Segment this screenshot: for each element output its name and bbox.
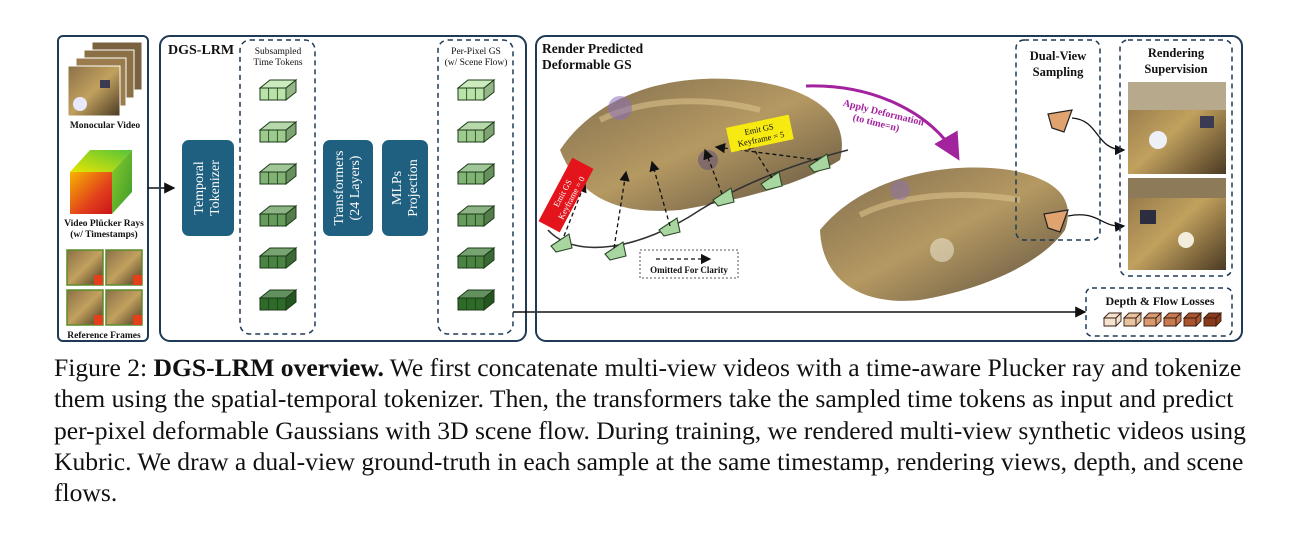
subsampled-label-line2: Time Tokens <box>253 58 303 68</box>
token-block <box>258 120 298 144</box>
loss-token-block <box>1182 311 1203 328</box>
token-block <box>258 288 298 312</box>
per-pixel-gs-frame <box>437 39 514 335</box>
apply-deformation-arrow <box>805 84 960 161</box>
rendered-view-2 <box>1128 178 1226 270</box>
rendering-line2: Supervision <box>1144 62 1207 76</box>
dgs-lrm-title: DGS-LRM <box>168 43 234 58</box>
caption-bold-title: DGS-LRM overview. <box>153 353 384 382</box>
token-block <box>258 246 298 270</box>
plucker-rays-cube <box>70 150 132 214</box>
sample-camera-1 <box>1047 109 1073 133</box>
camera-1-to-render-arrow <box>1071 117 1126 156</box>
method-overview-figure: Monocular Video Video Plücker Rays (w/ T… <box>57 35 1243 342</box>
camera-trajectory <box>547 149 849 249</box>
camera-2-to-render-arrow <box>1067 214 1126 232</box>
monocular-video-label: Monocular Video <box>70 121 141 131</box>
token-block <box>456 288 496 312</box>
loss-token-block <box>1102 311 1123 328</box>
reference-frames-grid <box>66 249 143 326</box>
token-block <box>258 204 298 228</box>
per-pixel-token-stack <box>456 78 496 312</box>
token-block <box>258 78 298 102</box>
render-title-line1: Render Predicted <box>542 41 644 56</box>
per-pixel-label-line1: Per-Pixel GS <box>451 47 501 57</box>
rendering-supervision-frame <box>1119 39 1233 277</box>
caption-body: We first concatenate multi-view videos w… <box>54 353 1246 508</box>
subsampled-tokens-frame <box>239 39 316 335</box>
reference-frames-label: Reference Frames <box>67 331 141 341</box>
tokenizer-label-line1: Temporal <box>192 161 207 215</box>
token-block <box>258 162 298 186</box>
caption-prefix: Figure 2: <box>54 353 154 382</box>
input-panel: Monocular Video Video Plücker Rays (w/ T… <box>57 35 149 342</box>
plucker-rays-label: Video Plücker Rays <box>64 219 144 229</box>
dual-view-line1: Dual-View <box>1030 49 1086 63</box>
mlp-projection-box <box>382 140 428 236</box>
gaussian-scene-keyframe-0 <box>560 78 842 211</box>
figure-caption: Figure 2: DGS-LRM overview. We first con… <box>54 352 1254 508</box>
loss-token-block <box>1122 311 1143 328</box>
temporal-tokenizer-box <box>182 140 234 236</box>
losses-label: Depth & Flow Losses <box>1105 294 1214 308</box>
subsampled-token-stack <box>258 78 298 312</box>
gaussian-scene-deformed <box>820 167 1068 301</box>
render-title-line2: Deformable GS <box>542 57 632 72</box>
depth-flow-losses-frame <box>1085 287 1233 337</box>
dual-view-line2: Sampling <box>1033 65 1084 79</box>
camera-frustum <box>604 241 627 261</box>
omitted-legend-label: Omitted For Clarity <box>650 265 728 275</box>
omitted-legend-box <box>639 249 739 279</box>
mlp-label-line1: MLPs <box>390 171 405 205</box>
loss-token-block <box>1142 311 1163 328</box>
camera-frustum <box>550 233 573 253</box>
dual-view-sampling-frame <box>1015 39 1101 241</box>
rendering-line1: Rendering <box>1148 46 1205 60</box>
token-block <box>456 162 496 186</box>
monocular-video-thumbnails <box>67 41 143 117</box>
dgs-lrm-panel: DGS-LRM Temporal Tokenizer Subsampled Ti… <box>159 35 527 342</box>
plucker-timestamps-label: (w/ Timestamps) <box>70 229 137 240</box>
sample-camera-2 <box>1043 209 1069 233</box>
token-block <box>456 204 496 228</box>
per-pixel-label-line2: (w/ Scene Flow) <box>445 57 508 68</box>
token-block <box>456 78 496 102</box>
camera-frustum <box>808 153 831 173</box>
camera-frustum <box>658 217 681 237</box>
mlp-label-line2: Projection <box>406 159 421 217</box>
trajectory-cameras <box>550 153 831 261</box>
transformers-box <box>323 140 373 236</box>
emit-keyframe-0-tag: Emit GS Keyframe = 0 <box>538 157 594 233</box>
token-block <box>456 120 496 144</box>
rendered-view-1 <box>1128 82 1226 174</box>
camera-frustum <box>712 187 735 207</box>
transformer-label-line2: (24 Layers) <box>348 155 363 220</box>
loss-token-row <box>1102 311 1223 328</box>
transformer-label-line1: Transformers <box>332 151 347 226</box>
tokenizer-label-line2: Tokenizer <box>208 160 223 216</box>
camera-frustum <box>760 171 783 191</box>
loss-token-block <box>1202 311 1223 328</box>
token-block <box>456 246 496 270</box>
subsampled-label-line1: Subsampled <box>255 47 302 57</box>
loss-token-block <box>1162 311 1183 328</box>
render-panel: Render Predicted Deformable GS <box>535 35 1243 342</box>
